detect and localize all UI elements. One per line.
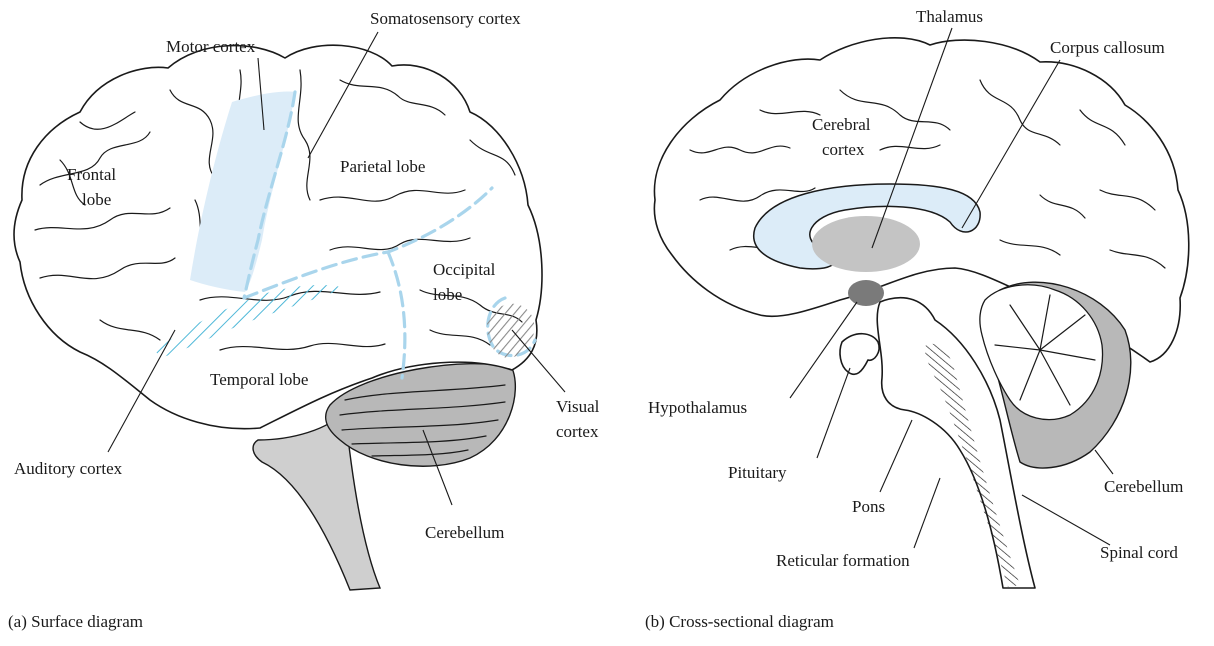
label-parietal-lobe: Parietal lobe	[340, 157, 425, 176]
label-spinal-cord: Spinal cord	[1100, 543, 1178, 562]
label-temporal-lobe: Temporal lobe	[210, 370, 308, 389]
label-cerebellum-a: Cerebellum	[425, 523, 504, 542]
thalamus-shape	[812, 216, 920, 272]
label-cerebral-cortex-1: Cerebral	[812, 115, 871, 134]
label-frontal-lobe-1: Frontal	[67, 165, 116, 184]
caption-surface: (a) Surface diagram	[8, 612, 143, 632]
label-somatosensory-cortex: Somatosensory cortex	[370, 9, 521, 28]
label-pons: Pons	[852, 497, 885, 516]
pituitary-stalk	[840, 334, 879, 375]
caption-cross-section: (b) Cross-sectional diagram	[645, 612, 834, 632]
label-motor-cortex: Motor cortex	[166, 37, 256, 56]
label-thalamus: Thalamus	[916, 7, 983, 26]
hypothalamus-shape	[848, 280, 884, 306]
label-visual-cortex-2: cortex	[556, 422, 599, 441]
cross-section-diagram: Thalamus Corpus callosum Cerebral cortex…	[648, 7, 1189, 588]
label-cerebellum-b: Cerebellum	[1104, 477, 1183, 496]
label-corpus-callosum: Corpus callosum	[1050, 38, 1165, 57]
label-auditory-cortex: Auditory cortex	[14, 459, 123, 478]
label-hypothalamus: Hypothalamus	[648, 398, 747, 417]
label-cerebral-cortex-2: cortex	[822, 140, 865, 159]
label-occipital-lobe-1: Occipital	[433, 260, 496, 279]
label-pituitary: Pituitary	[728, 463, 787, 482]
label-visual-cortex-1: Visual	[556, 397, 600, 416]
surface-diagram: Motor cortex Somatosensory cortex Fronta…	[14, 9, 600, 590]
label-frontal-lobe-2: lobe	[82, 190, 111, 209]
label-occipital-lobe-2: lobe	[433, 285, 462, 304]
label-reticular-formation: Reticular formation	[776, 551, 910, 570]
